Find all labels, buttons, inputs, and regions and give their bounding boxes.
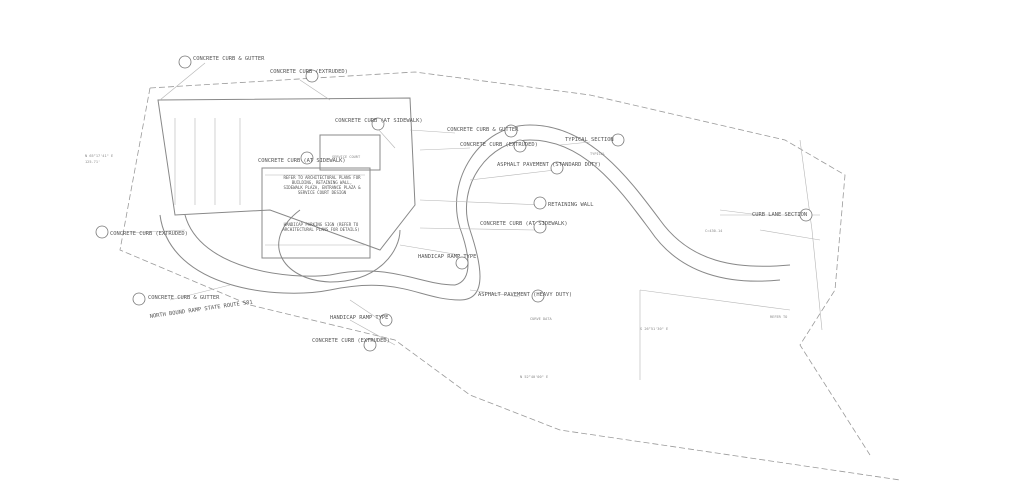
callout-curb-lane-section: CURB LANE SECTION: [752, 208, 813, 222]
callout-label: CONCRETE CURB & GUTTER: [447, 127, 519, 133]
callout-label: ASPHALT PAVEMENT (STANDARD DUTY): [497, 162, 601, 168]
callout-handicap-ramp-mid: HANDICAP RAMP TYPE: [418, 254, 476, 270]
callout-label: CURB LANE SECTION: [752, 212, 807, 218]
callout-label: CONCRETE CURB (AT SIDEWALK): [335, 118, 423, 124]
handicap-parking-note: HANDICAP PARKING SIGN (REFER TO ARCHITEC…: [282, 222, 360, 232]
svg-text:125.71': 125.71': [85, 160, 100, 164]
parking-area: [157, 97, 416, 259]
refer-note-text: REFER TO ARCHITECTURAL PLANS FOR BUILDIN…: [283, 175, 361, 195]
callout-label: TYPICAL SECTION: [565, 137, 614, 143]
leader-lines: [129, 62, 761, 346]
callout-label: CONCRETE CURB (EXTRUDED): [270, 69, 348, 75]
callout-curb-sidewalk-lower: CONCRETE CURB (AT SIDEWALK): [480, 220, 568, 234]
property-boundary: [119, 71, 901, 481]
callout-curb-extruded-top: CONCRETE CURB (EXTRUDED): [270, 69, 348, 83]
architectural-note: REFER TO ARCHITECTURAL PLANS FOR BUILDIN…: [283, 175, 361, 195]
svg-text:TYPICAL: TYPICAL: [590, 152, 605, 156]
svg-text:N 65°17'41" E: N 65°17'41" E: [85, 154, 113, 158]
callout-label: CONCRETE CURB (AT SIDEWALK): [258, 158, 346, 164]
callout-asphalt-standard: ASPHALT PAVEMENT (STANDARD DUTY): [497, 161, 601, 175]
callout-curb-gutter-bottom: CONCRETE CURB & GUTTER: [132, 292, 220, 306]
callout-retaining-wall: RETAINING WALL: [533, 196, 593, 210]
callout-curb-extruded-mid: CONCRETE CURB (EXTRUDED): [460, 139, 538, 153]
callout-handicap-ramp-bottom: HANDICAP RAMP TYPE: [330, 313, 393, 327]
road-label: NORTH BOUND RAMP STATE ROUTE 581: [149, 300, 253, 320]
svg-text:REFER TO: REFER TO: [770, 315, 787, 319]
callout-label: CONCRETE CURB & GUTTER: [193, 56, 265, 62]
service-court-label: SERVICE COURT: [332, 155, 361, 159]
callout-label: CONCRETE CURB & GUTTER: [148, 295, 220, 301]
drive-aisles: [159, 124, 821, 301]
callout-curb-extruded-bottom: CONCRETE CURB (EXTRUDED): [312, 338, 390, 352]
callout-curb-gutter-top: CONCRETE CURB & GUTTER: [178, 55, 265, 69]
callout-curb-sidewalk-center: CONCRETE CURB (AT SIDEWALK): [335, 117, 423, 131]
callout-label: ASPHALT PAVEMENT (HEAVY DUTY): [478, 292, 572, 298]
callout-label: HANDICAP RAMP TYPE: [418, 254, 476, 260]
callout-label: HANDICAP RAMP TYPE: [330, 315, 388, 321]
svg-text:C=430.14: C=430.14: [705, 229, 722, 233]
callout-label: CONCRETE CURB (EXTRUDED): [460, 142, 538, 148]
callout-label: CONCRETE CURB (EXTRUDED): [110, 231, 188, 237]
callout-asphalt-heavy: ASPHALT PAVEMENT (HEAVY DUTY): [478, 289, 572, 303]
callout-label: CONCRETE CURB (EXTRUDED): [312, 338, 390, 344]
svg-text:CURVE DATA: CURVE DATA: [530, 317, 552, 321]
callout-label: RETAINING WALL: [548, 202, 593, 208]
svg-text:N 52°40'00" E: N 52°40'00" E: [520, 375, 548, 379]
svg-text:S 26°51'30" E: S 26°51'30" E: [640, 327, 668, 331]
callout-curb-sidewalk-left: CONCRETE CURB (AT SIDEWALK): [258, 151, 346, 165]
callout-curb-extruded-left: CONCRETE CURB (EXTRUDED): [95, 225, 188, 239]
dimension-notes: N 65°17'41" E 125.71' TYPICAL CURVE DATA…: [85, 152, 787, 379]
callout-label: CONCRETE CURB (AT SIDEWALK): [480, 221, 568, 227]
callout-curb-gutter-mid: CONCRETE CURB & GUTTER: [447, 124, 519, 138]
callout-typical-section: TYPICAL SECTION: [565, 133, 625, 147]
handicap-note-text: HANDICAP PARKING SIGN (REFER TO ARCHITEC…: [282, 222, 360, 232]
